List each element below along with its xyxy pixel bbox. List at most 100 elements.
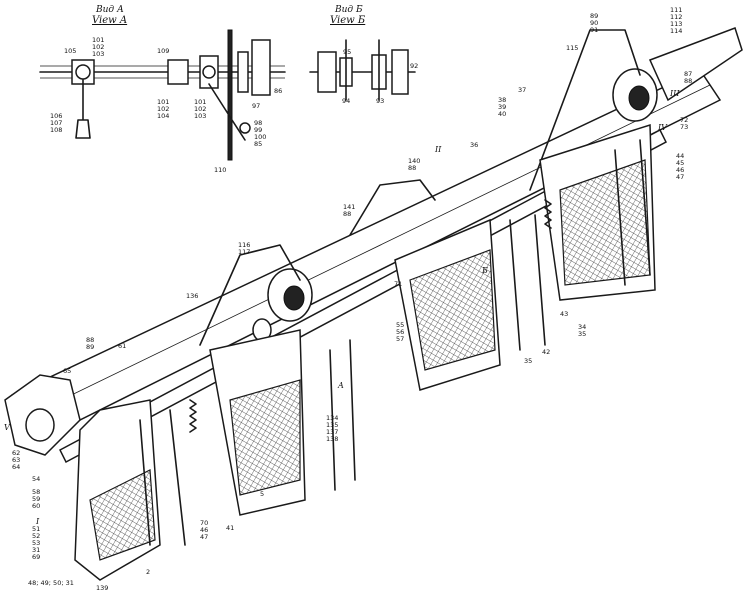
callout: 45	[676, 159, 684, 167]
main-assembly	[4, 27, 743, 581]
callout: 65	[63, 367, 71, 375]
callout: 39	[498, 103, 506, 111]
callout: 88	[408, 164, 416, 172]
callout: 112	[670, 13, 682, 21]
callout: 87	[684, 70, 692, 78]
view-b-title-en: View Б	[330, 15, 366, 26]
callout: 54	[32, 475, 40, 483]
callout: Б	[481, 266, 488, 275]
callout: 46	[676, 166, 684, 174]
callout: A	[337, 381, 344, 390]
callout: 108	[50, 126, 62, 134]
callout: 116	[238, 241, 250, 249]
callout: 140	[408, 157, 420, 165]
callout: 2	[146, 568, 150, 576]
callout: 46	[200, 526, 208, 534]
callout: 35	[524, 357, 532, 365]
callout: II	[434, 145, 442, 154]
callout: 64	[12, 463, 20, 471]
callout: 139	[96, 584, 108, 592]
callout: 141	[343, 203, 355, 211]
callout: 114	[670, 27, 682, 35]
callout: 52	[32, 532, 40, 540]
callout: 103	[92, 50, 104, 58]
callout: 99	[254, 126, 262, 134]
callout: 36	[470, 141, 478, 149]
callout: 35	[578, 330, 586, 338]
view-a-title-ru: Вид А	[95, 5, 124, 15]
view-a-detail: Вид А View A	[39, 5, 286, 161]
callout: 89	[590, 12, 598, 20]
view-b-title-ru: Вид Б	[334, 5, 363, 15]
callout: 5	[260, 490, 264, 498]
callout: 70	[200, 519, 208, 527]
callout: 105	[64, 47, 76, 55]
callout: 51	[32, 525, 40, 533]
callout: 102	[194, 105, 206, 113]
callout: 97	[252, 102, 260, 110]
callout: 137	[326, 428, 338, 436]
callout: 100	[254, 133, 266, 141]
callout: 93	[376, 97, 384, 105]
callout: 69	[32, 553, 40, 561]
callout: 86	[274, 87, 282, 95]
callout: 134	[326, 414, 338, 422]
callout: V	[4, 423, 11, 432]
callout: 110	[214, 166, 226, 174]
callout: III	[669, 89, 680, 98]
callout: 117	[238, 248, 250, 256]
callout: 61	[118, 342, 126, 350]
callout: 95	[343, 48, 351, 56]
callout: 47	[676, 173, 684, 181]
callout: 135	[326, 421, 338, 429]
callout: 55	[396, 321, 404, 329]
callout: 101	[157, 98, 169, 106]
view-a-title-en: View A	[92, 15, 127, 26]
callout: 40	[498, 110, 506, 118]
callout: 44	[676, 152, 684, 160]
callout: 48; 49; 50; 31	[28, 579, 74, 587]
callout: 72	[680, 116, 688, 124]
callout: 92	[410, 62, 418, 70]
callout: 57	[396, 335, 404, 343]
callout: IV	[657, 123, 668, 132]
callout: 42	[542, 348, 550, 356]
callout: 34	[578, 323, 586, 331]
callout: 101	[194, 98, 206, 106]
callout: 89	[86, 343, 94, 351]
callout: 41	[226, 524, 234, 532]
view-b-detail: Вид Б View Б	[309, 5, 416, 101]
callout: 101	[92, 36, 104, 44]
callout: 107	[50, 119, 62, 127]
callout: 88	[343, 210, 351, 218]
callout: 37	[518, 86, 526, 94]
callout: 63	[12, 456, 20, 464]
callout: I	[35, 517, 40, 526]
callout: 58	[32, 488, 40, 496]
callout: 62	[12, 449, 20, 457]
callout: 88	[86, 336, 94, 344]
callout: 59	[32, 495, 40, 503]
callout: 38	[498, 96, 506, 104]
callout: 43	[560, 310, 568, 318]
callout: 85	[254, 140, 262, 148]
callout: 88	[684, 77, 692, 85]
callout: 73	[680, 123, 688, 131]
callout: 104	[157, 112, 169, 120]
callout: 90	[590, 19, 598, 27]
callout: 103	[194, 112, 206, 120]
callout: 102	[92, 43, 104, 51]
callout: 71	[394, 280, 402, 288]
callout: 98	[254, 119, 262, 127]
callout: 60	[32, 502, 40, 510]
callout: 102	[157, 105, 169, 113]
callout: 115	[566, 44, 578, 52]
callout: 111	[670, 6, 682, 14]
callout: 109	[157, 47, 169, 55]
callout: 91	[590, 26, 598, 34]
callout: 136	[186, 292, 198, 300]
callout: 56	[396, 328, 404, 336]
callout: 53	[32, 539, 40, 547]
callout: 106	[50, 112, 62, 120]
